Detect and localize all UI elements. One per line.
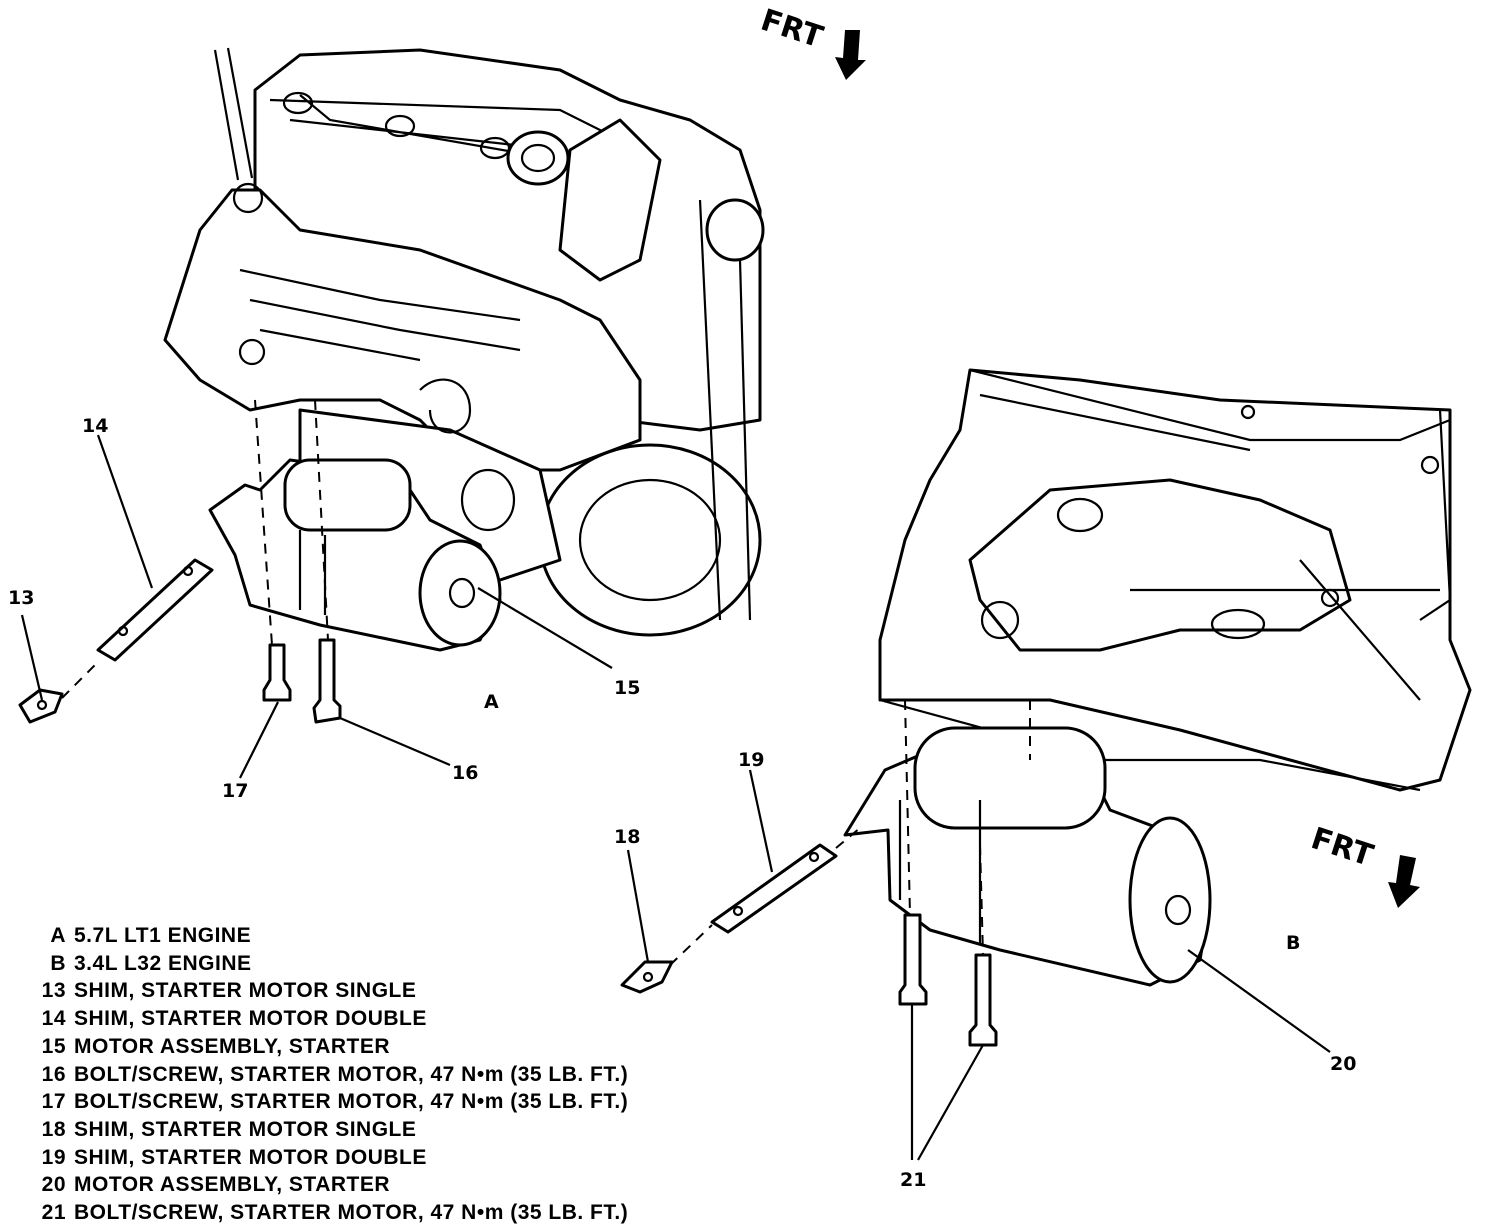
legend-key: 15 [41,1034,66,1058]
legend-key: 17 [41,1090,66,1114]
callout-19: 19 [738,749,764,771]
legend-key: 16 [41,1062,66,1086]
legend-text: BOLT/SCREW, STARTER MOTOR, 47 N•m (35 LB… [74,1090,629,1114]
legend-row: A 5.7L LT1 ENGINE [20,922,720,950]
legend-row: 14 SHIM, STARTER MOTOR DOUBLE [20,1005,720,1033]
legend-key: 20 [41,1173,66,1197]
legend-row: 18 SHIM, STARTER MOTOR SINGLE [20,1116,720,1144]
shim-alignment-line-a [61,659,101,699]
legend-row: B 3.4L L32 ENGINE [20,950,720,978]
legend-text: SHIM, STARTER MOTOR DOUBLE [74,1007,427,1031]
legend-key: 14 [41,1007,66,1031]
shim-13 [18,688,64,724]
legend-key: A [50,924,66,947]
leader-19 [748,769,774,873]
legend-row: 17 BOLT/SCREW, STARTER MOTOR, 47 N•m (35 … [20,1088,720,1116]
leader-16 [339,716,451,767]
legend-key: 18 [41,1117,66,1141]
leader-lines [20,434,1331,1161]
leader-18 [626,849,650,963]
callout-14: 14 [82,415,108,437]
shim-alignment-line-b [669,827,861,966]
legend-row: 16 BOLT/SCREW, STARTER MOTOR, 47 N•m (35 … [20,1061,720,1089]
view-label-a: A [484,691,499,713]
legend-row: 20 MOTOR ASSEMBLY, STARTER [20,1171,720,1199]
bolt-21a [898,913,928,1006]
legend-text: SHIM, STARTER MOTOR DOUBLE [74,1145,427,1169]
legend-row: 15 MOTOR ASSEMBLY, STARTER [20,1033,720,1061]
bolt-alignment-lines-a [254,399,329,646]
leader-15 [477,587,613,669]
frt-label-right: FRT [1307,821,1378,874]
leader-20 [1187,949,1331,1053]
engine-a-illustration [163,47,765,637]
callout-16: 16 [452,762,478,784]
frt-label-top: FRT [757,3,828,56]
bolt-16 [312,638,342,724]
legend-key: B [50,951,66,975]
callout-20: 20 [1330,1053,1356,1075]
bolt-21b [968,953,998,1047]
engine-b-illustration [878,368,1472,792]
callout-18: 18 [614,826,640,848]
front-arrow-icon [1388,855,1420,908]
shim-19 [710,843,838,934]
callout-17: 17 [222,780,248,802]
legend-row: 13 SHIM, STARTER MOTOR SINGLE [20,977,720,1005]
legend-text: SHIM, STARTER MOTOR SINGLE [74,979,417,1003]
bolt-17 [262,643,292,702]
legend-text: BOLT/SCREW, STARTER MOTOR, 47 N•m (35 LB… [74,1062,629,1086]
legend-text: 3.4L L32 ENGINE [74,951,252,975]
callout-21: 21 [900,1169,926,1191]
starter-motor-b [843,726,1212,987]
front-indicator-right: FRT [1307,821,1420,908]
legend-text: MOTOR ASSEMBLY, STARTER [74,1173,391,1197]
leader-17 [239,701,279,779]
legend-key: 21 [41,1201,66,1225]
front-arrow-icon [835,30,866,80]
shim-14 [96,558,214,662]
legend-text: 5.7L LT1 ENGINE [74,924,252,947]
callout-13: 13 [8,587,34,609]
legend-row: 21 BOLT/SCREW, STARTER MOTOR, 47 N•m (35 … [20,1199,720,1227]
starter-motor-a [208,458,502,652]
leader-14 [96,434,154,589]
callout-15: 15 [614,677,640,699]
legend-row: 19 SHIM, STARTER MOTOR DOUBLE [20,1144,720,1172]
callouts: 14 13 15 16 17 18 19 20 21 A B [8,415,1356,1191]
front-indicator-top: FRT [757,3,866,80]
legend-text: BOLT/SCREW, STARTER MOTOR, 47 N•m (35 LB… [74,1201,629,1225]
legend-text: MOTOR ASSEMBLY, STARTER [74,1034,391,1058]
bolt-alignment-lines-b [904,699,1031,956]
legend-key: 13 [41,979,66,1003]
legend-text: SHIM, STARTER MOTOR SINGLE [74,1117,417,1141]
leader-21 [910,1005,984,1161]
leader-13 [20,614,44,701]
view-label-b: B [1286,932,1300,954]
shim-18 [620,960,674,994]
legend-key: 19 [41,1145,66,1169]
